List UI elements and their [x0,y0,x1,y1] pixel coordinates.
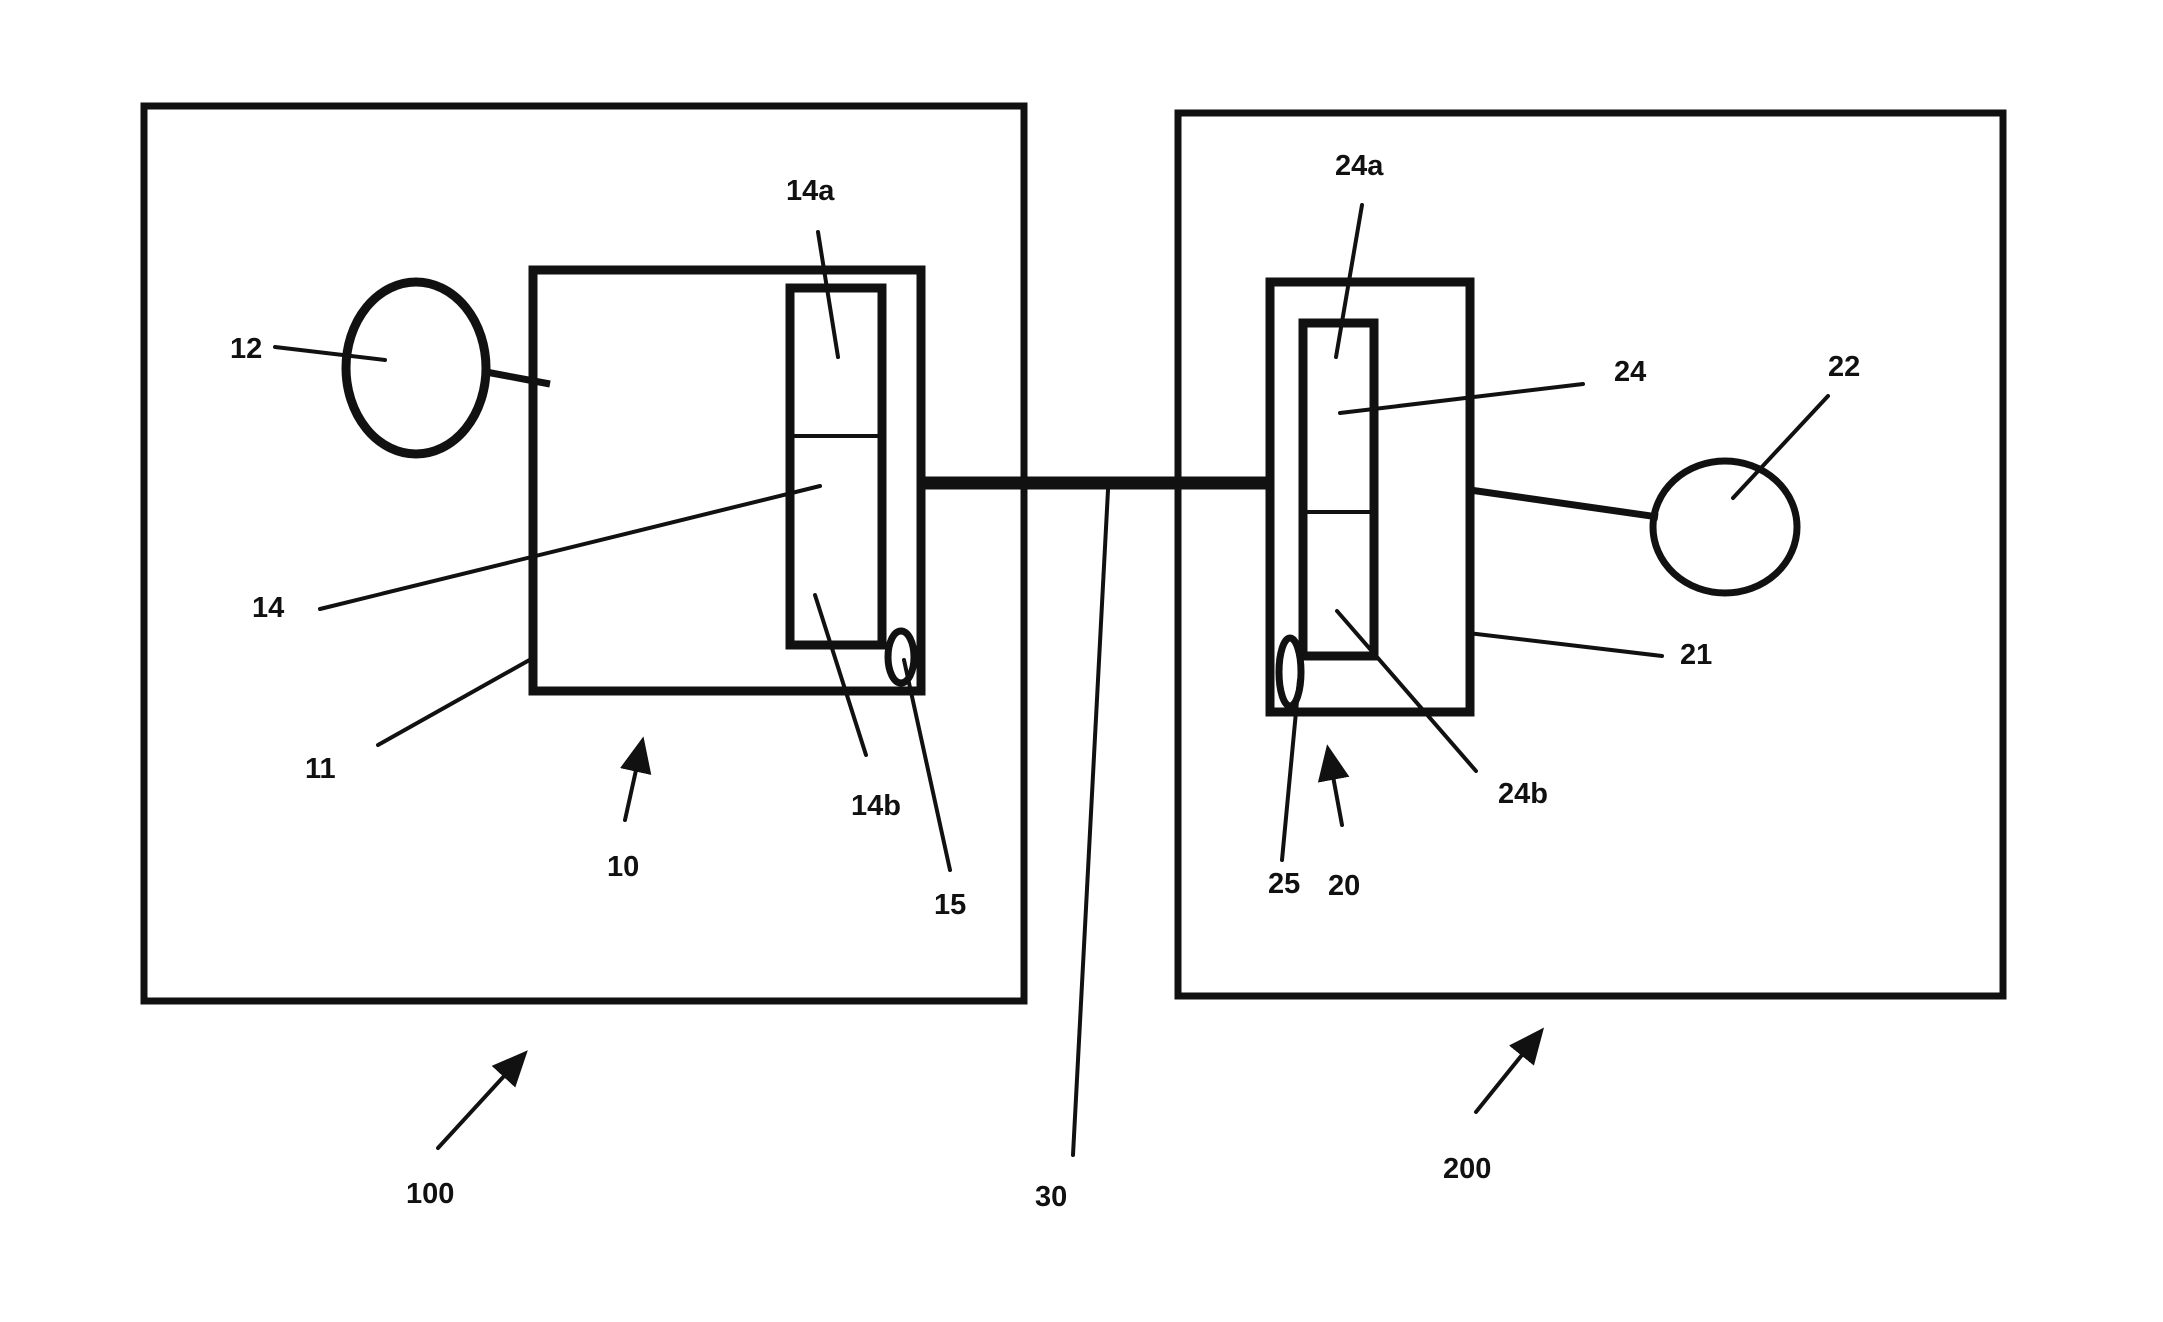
element-12-circle [346,282,486,454]
element-15-loop [888,631,914,683]
label-10: 10 [607,851,639,883]
connector-22-to-21 [1470,490,1658,517]
component-24 [1303,323,1374,656]
arrow-100 [438,1062,517,1148]
label-24: 24 [1614,356,1646,388]
element-22-circle [1653,461,1797,593]
arrow-200 [1476,1040,1534,1112]
leader-14b [815,595,866,755]
label-12: 12 [230,333,262,365]
label-24a: 24a [1335,150,1384,182]
leader-11 [378,658,533,745]
arrow-20 [1330,760,1342,825]
label-21: 21 [1680,639,1712,671]
label-11: 11 [305,753,336,785]
label-30: 30 [1035,1181,1067,1213]
leader-14 [320,486,820,609]
leader-24b [1337,611,1476,771]
label-14a: 14a [786,175,835,207]
arrow-10 [625,752,640,820]
device-10-housing-11 [533,270,921,691]
leader-12 [275,347,385,360]
label-14: 14 [252,592,284,624]
leader-14a [818,232,838,357]
leader-15 [904,660,950,870]
label-15: 15 [934,889,966,921]
leader-21 [1468,633,1662,656]
label-25: 25 [1268,868,1300,900]
system-100-outer-box [144,106,1024,1001]
label-20: 20 [1328,870,1360,902]
label-100: 100 [406,1178,454,1210]
connector-12-to-11 [486,372,550,384]
leader-30 [1073,490,1108,1155]
label-14b: 14b [851,790,901,822]
label-200: 200 [1443,1153,1491,1185]
label-24b: 24b [1498,778,1548,810]
label-22: 22 [1828,351,1860,383]
